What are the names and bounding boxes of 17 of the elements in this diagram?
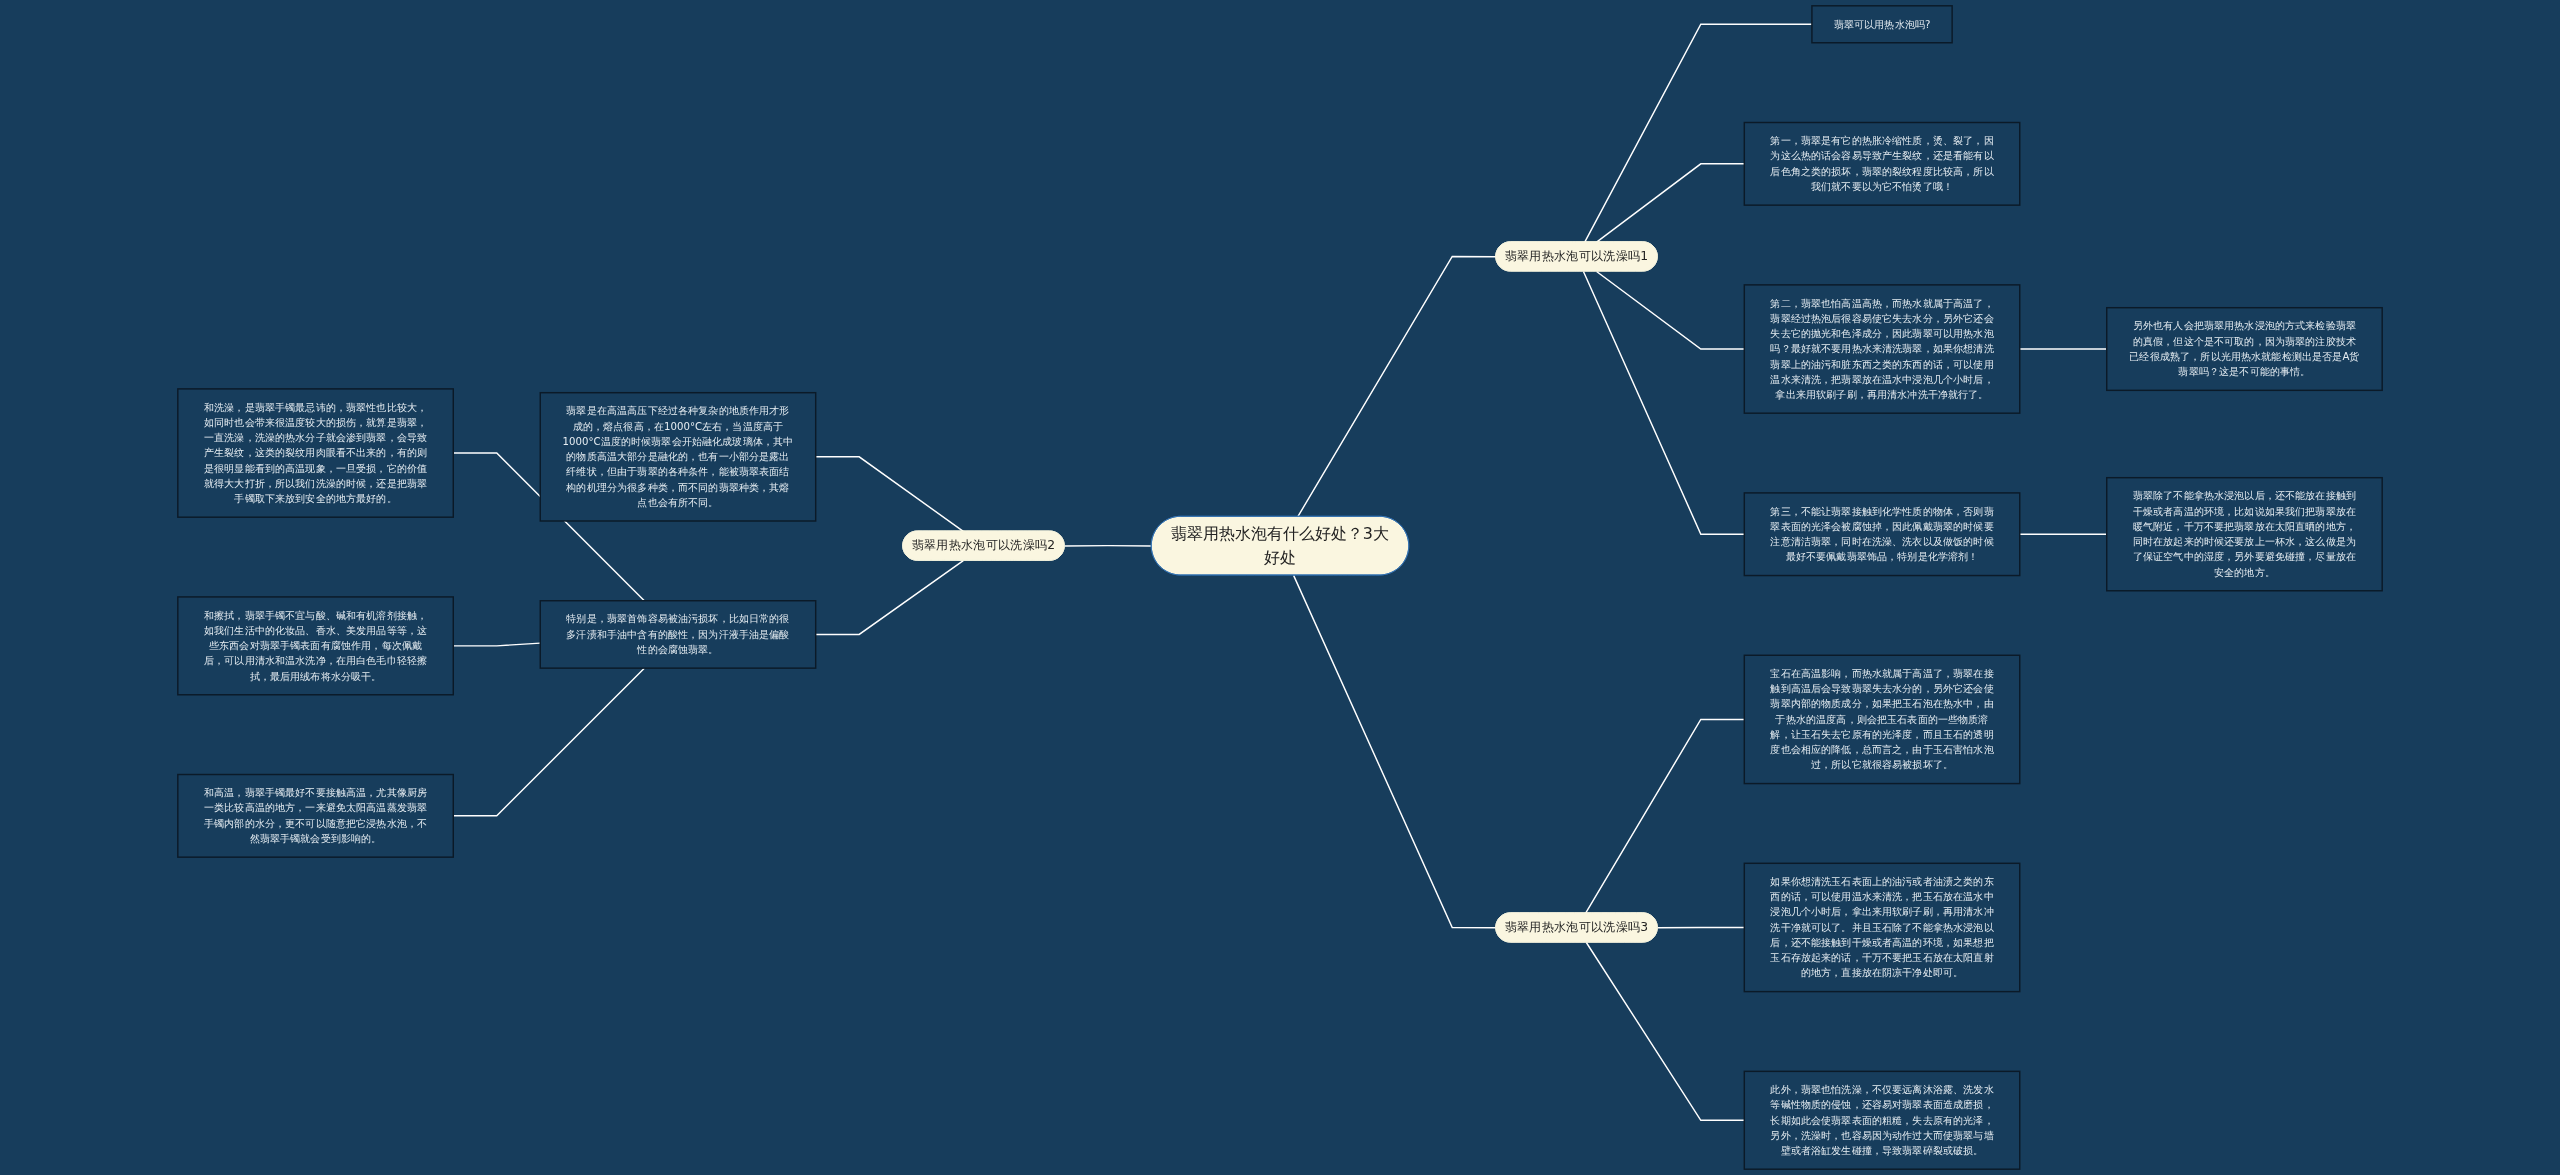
node-box: 宝石在高温影响，而热水就属于高温了，翡翠在接触到高温后会导致翡翠失去水分的，另外它还会使翡翠内部的物质成分，如果把玉石泡在热水中，由于热水的温度高，则会把玉石表面的一些物质溶解，让玉石失去它原有的光泽度，而且玉石的透明度也会相应的降低，总而言之，由于玉石害怕水泡过，所以它就很容易被损坏了。	[1743, 654, 2021, 785]
node-box: 和高温，翡翠手镯最好不要接触高温，尤其像厨房一类比较高温的地方，一来避免太阳高温蒸发翡翠手镯内部的水分，更不可以随意把它浸热水泡，不然翡翠手镯就会受到影响的。	[177, 773, 454, 858]
node-box: 特别是，翡翠首饰容易被油污损坏，比如日常的很多汗渍和手油中含有的酸性，因为汗液手油是偏酸性的会腐蚀翡翠。	[539, 600, 817, 669]
node-box: 翡翠是在高温高压下经过各种复杂的地质作用才形成的，熔点很高，在1000°C左右，当温度高于1000°C温度的时候翡翠会开始融化成玻璃体，其中的物质高温大部分是融化的，也有一小部分是露出纤维状，但由于翡翠的各种条件，能被翡翠表面结构的机理分为很多种类，而不同的翡翠种类，其熔点也会有所不同。	[539, 391, 817, 522]
node-box: 翡翠可以用热水泡吗?	[1811, 5, 1953, 44]
connector	[1063, 544, 1153, 547]
node-box: 和洗澡，是翡翠手镯最忌讳的，翡翠性也比较大，如同时也会带来很温度较大的损伤，就算是翡翠，一直洗澡，洗澡的热水分子就会渗到翡翠，会导致产生裂纹，这类的裂纹用肉眼看不出来的，有的则是很明显能看到的高温现象，一旦受损，它的价值就得大大打折，所以我们洗澡的时候，还是把翡翠手镯取下来放到安全的地方最好的。	[177, 388, 454, 518]
node-box: 如果你想清洗玉石表面上的油污或者油渍之类的东西的话，可以使用温水来清洗，把玉石放在温水中浸泡几个小时后，拿出来用软刷子刷，再用清水冲洗干净就可以了。并且玉石除了不能拿热水浸泡以后，还不能接触到干燥或者高温的环境，如果想把玉石存放起来的话，千万不要把玉石放在太阳直射的地方，直接放在阴凉干净处即可。	[1743, 862, 2021, 993]
node-box: 翡翠除了不能拿热水浸泡以后，还不能放在接触到干燥或者高温的环境，比如说如果我们把翡翠放在暖气附近，千万不要把翡翠放在太阳直晒的地方，同时在放起来的时候还要放上一杯水，这么做是为了保证空气中的湿度，另外要避免碰撞，尽量放在安全的地方。	[2106, 476, 2383, 592]
node-box: 此外，翡翠也怕洗澡，不仅要远离沐浴露、洗发水等碱性物质的侵蚀，还容易对翡翠表面造成磨损，长期如此会使翡翠表面的粗糙，失去原有的光泽，另外，洗澡时，也容易因为动作过大而使翡翠与墙壁或者浴缸发生碰撞，导致翡翠碎裂或破损。	[1743, 1070, 2021, 1170]
node-box: 第一，翡翠是有它的热胀冷缩性质，烫、裂了，因为这么热的话会容易导致产生裂纹，还是看能有以后色角之类的损坏，翡翠的裂纹程度比较高，所以我们就不要以为它不怕烫了哦！	[1743, 121, 2021, 206]
node-box: 和擦拭，翡翠手镯不宜与酸、碱和有机溶剂接触，如我们生活中的化妆品、香水、美发用品等等，这些东西会对翡翠手镯表面有腐蚀作用，每次佩戴后，可以用清水和温水洗净，在用白色毛巾轻轻擦拭，最后用绒布将水分吸干。	[177, 596, 454, 696]
node-box: 另外也有人会把翡翠用热水浸泡的方式来检验翡翠的真假，但这个是不可取的，因为翡翠的注胶技术已经很成熟了，所以光用热水就能检测出是否是A货翡翠吗？这是不可能的事情。	[2106, 306, 2383, 392]
connector	[1292, 574, 1497, 929]
node-box: 第二，翡翠也怕高温高热，而热水就属于高温了，翡翠经过热泡后很容易使它失去水分，另外它还会失去它的抛光和色泽成分，因此翡翠可以用热水泡吗？最好就不要用热水来清洗翡翠，如果你想清洗翡翠上的油污和脏东西之类的东西的话，可以使用温水来清洗，把翡翠放在温水中浸泡几个小时后，拿出来用软刷子刷，再用清水冲洗干净就行了。	[1743, 284, 2021, 414]
connector	[1297, 255, 1497, 518]
node-box: 第三，不能让翡翠接触到化学性质的物体，否则翡翠表面的光泽会被腐蚀掉，因此佩戴翡翠的时候要注意清洁翡翠，同时在洗澡、洗衣以及做饭的时候最好不要佩戴翡翠饰品，特别是化学溶剂！	[1743, 492, 2021, 577]
